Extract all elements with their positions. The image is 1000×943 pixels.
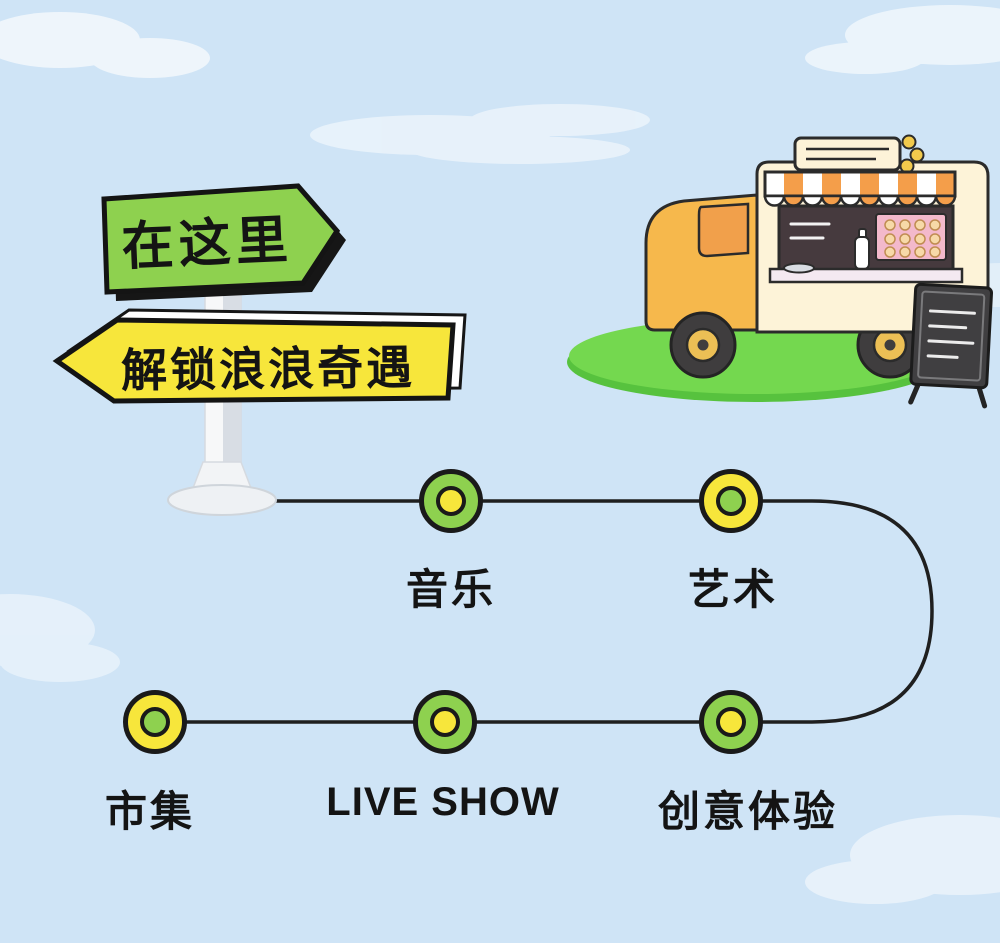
grass-patch-illustration [567, 318, 943, 402]
clouds-illustration [0, 5, 1000, 904]
sign-top-label: 在这里 [120, 211, 294, 277]
route-node-creative-dot [716, 707, 746, 737]
awning [763, 170, 957, 207]
route-node-live-show [413, 690, 477, 754]
menu-board-illustration [908, 282, 994, 409]
route-node-market [123, 690, 187, 754]
serving-window [768, 204, 964, 284]
route-node-art-dot [716, 486, 746, 516]
route-path-line [155, 499, 934, 724]
route-node-market-dot [140, 707, 170, 737]
route-node-music-dot [436, 486, 466, 516]
sign-bottom-yellow [52, 308, 467, 404]
node-label-art: 艺术 [687, 566, 779, 613]
route-node-creative [699, 690, 763, 754]
route-node-music [419, 469, 483, 533]
sign-bottom-label: 解锁浪浪奇遇 [120, 341, 416, 397]
node-label-market: 市集 [104, 788, 196, 835]
route-node-live-show-dot [430, 707, 460, 737]
sign-top-green [101, 183, 346, 301]
node-label-live-show: LIVE SHOW [326, 780, 560, 824]
node-label-music: 音乐 [405, 566, 497, 613]
node-label-creative: 创意体验 [657, 788, 839, 835]
route-node-art [699, 469, 763, 533]
